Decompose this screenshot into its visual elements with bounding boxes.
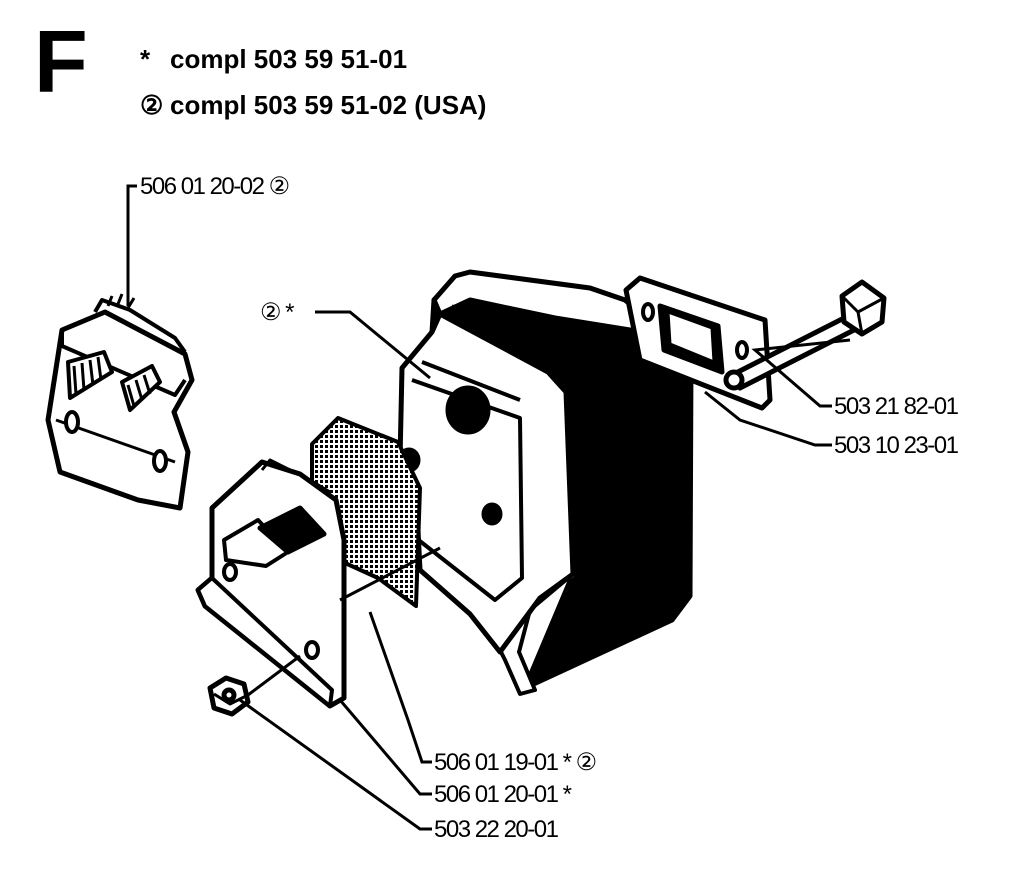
callout-gasket: 503 10 23-01 [834, 432, 959, 459]
leader-deflector [338, 699, 432, 796]
nut-part [207, 675, 251, 717]
heat-shield-part [45, 293, 195, 511]
callout-deflector: 506 01 20-01 * [434, 781, 572, 808]
leader-muffler [315, 310, 431, 380]
kit-marker-asterisk: * [140, 44, 151, 74]
section-letter: F [34, 12, 88, 111]
callout-muffler-marks: ② * [260, 299, 295, 326]
kit-number-line-1: * compl 503 59 51-01 [140, 44, 407, 74]
screen-axis-line [339, 546, 441, 602]
leader-heat-shield [126, 184, 137, 306]
kit-number-text-1: compl 503 59 51-01 [170, 44, 408, 74]
callout-spark-screen: 506 01 19-01 * ② [434, 749, 597, 776]
muffler-part [397, 269, 694, 696]
callout-nut: 503 22 20-01 [434, 816, 559, 843]
leader-bolt [751, 338, 851, 408]
bolt-part [723, 279, 887, 391]
kit-marker-circled-two: ② [140, 90, 164, 120]
leader-lines [126, 184, 851, 831]
leader-nut [239, 698, 432, 831]
deflector-part [195, 458, 347, 709]
nut-axis-line [247, 654, 301, 697]
leader-gasket [704, 390, 832, 447]
leader-screen [368, 611, 432, 764]
callout-heat-shield: 506 01 20-02 ② [140, 173, 290, 200]
callout-bolt: 503 21 82-01 [834, 393, 959, 420]
kit-number-text-2: compl 503 59 51-02 (USA) [170, 90, 487, 120]
